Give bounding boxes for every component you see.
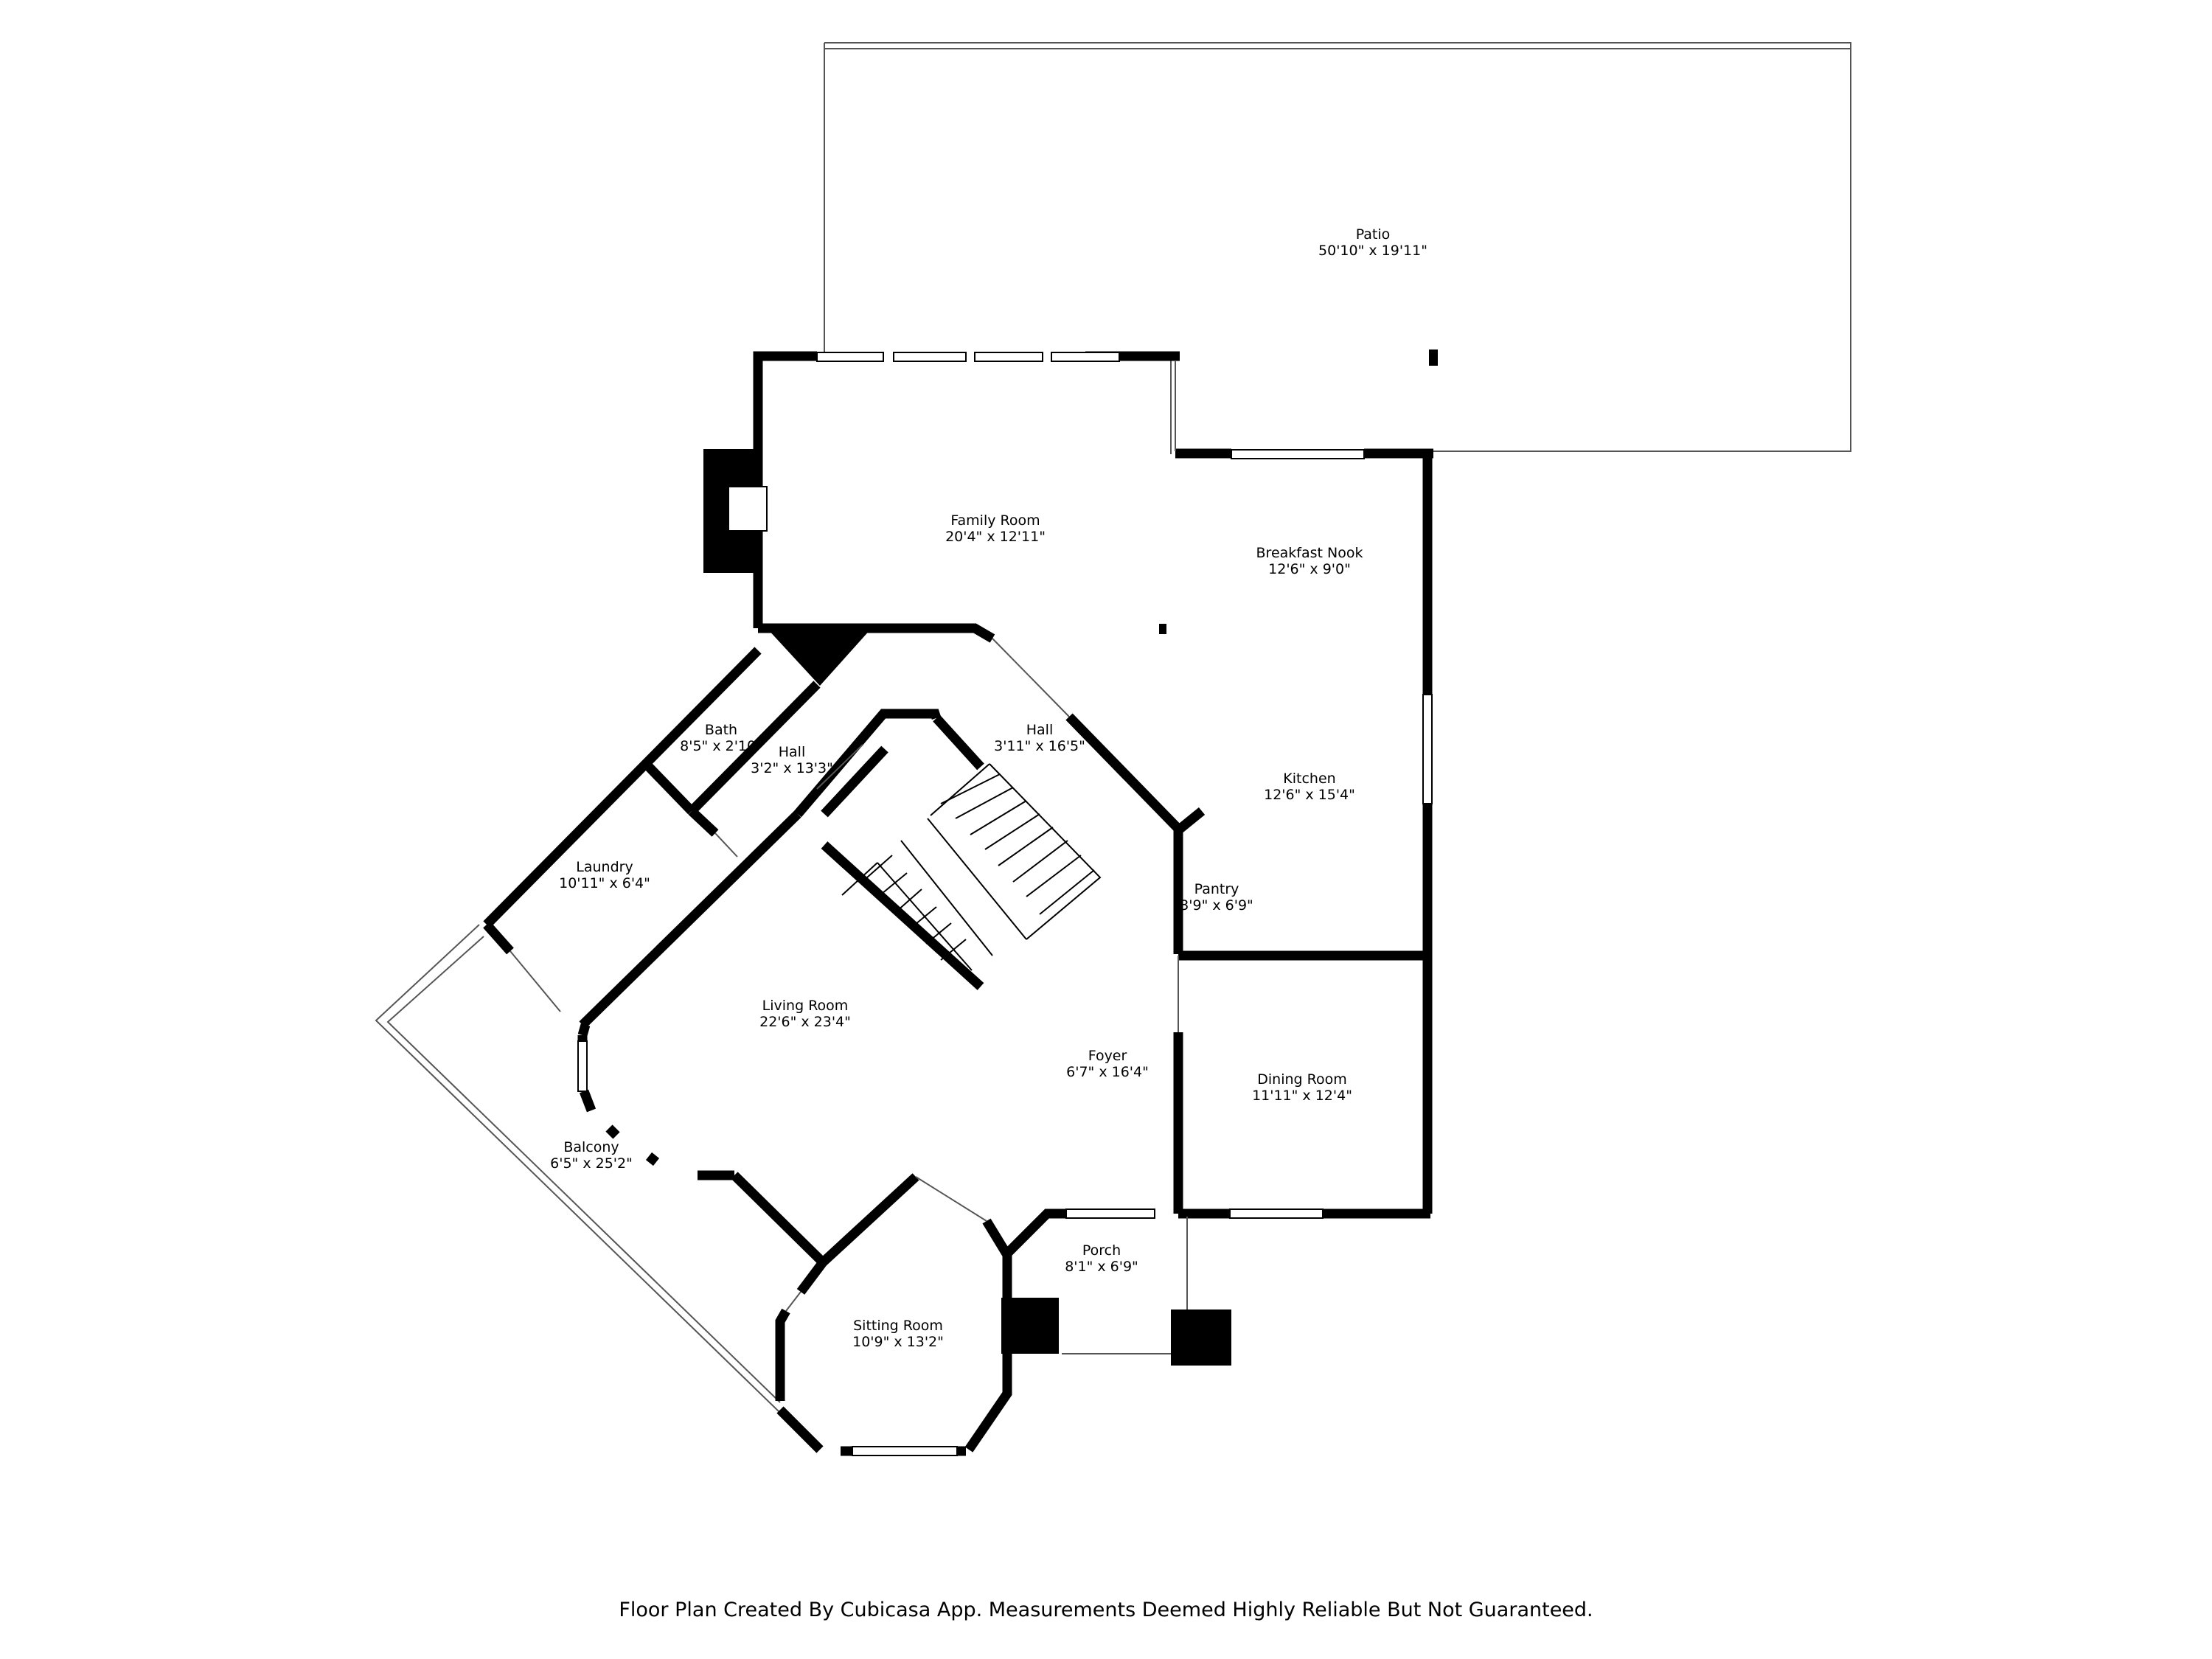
living-room-name: Living Room [762,998,849,1014]
foyer-dims: 6'7" x 16'4" [1066,1064,1149,1080]
room-label-family-room: Family Room 20'4" x 12'11" [945,512,1046,545]
pantry-dims: 3'9" x 6'9" [1180,897,1253,914]
room-label-balcony: Balcony 6'5" x 25'2" [550,1139,633,1172]
room-label-porch: Porch 8'1" x 6'9" [1065,1242,1138,1275]
dining-room-name: Dining Room [1257,1071,1346,1088]
foyer-name: Foyer [1088,1048,1127,1064]
pantry-name: Pantry [1194,881,1239,897]
room-label-patio: Patio 50'10" x 19'11" [1318,226,1427,259]
bath-name: Bath [705,722,737,738]
living-room-dims: 22'6" x 23'4" [759,1014,851,1030]
balcony-dims: 6'5" x 25'2" [550,1155,633,1172]
kitchen-dims: 12'6" x 15'4" [1264,787,1355,803]
hall-main-name: Hall [1026,722,1054,738]
room-label-pantry: Pantry 3'9" x 6'9" [1180,881,1253,914]
patio-dims: 50'10" x 19'11" [1318,243,1427,259]
breakfast-nook-name: Breakfast Nook [1256,545,1363,561]
laundry-name: Laundry [576,859,633,875]
bath-dims: 8'5" x 2'10" [680,738,762,754]
family-room-name: Family Room [950,512,1040,529]
staircase [841,763,1102,971]
partitions [509,361,1188,1354]
room-label-kitchen: Kitchen 12'6" x 15'4" [1264,771,1355,803]
hall-small-name: Hall [779,744,806,760]
room-label-dining-room: Dining Room 11'11" x 12'4" [1252,1071,1352,1104]
room-label-hall-main: Hall 3'11" x 16'5" [994,722,1085,754]
sitting-room-dims: 10'9" x 13'2" [852,1334,944,1350]
porch-column-right [1171,1310,1231,1366]
porch-dims: 8'1" x 6'9" [1065,1259,1138,1275]
exterior-walls [483,351,1433,1456]
hall-main-dims: 3'11" x 16'5" [994,738,1085,754]
kitchen-post [1159,624,1166,634]
fireplace [703,449,768,573]
room-label-breakfast-nook: Breakfast Nook 12'6" x 9'0" [1256,545,1363,577]
balcony-outline [375,924,781,1413]
porch-column-left [1001,1298,1059,1354]
family-room-dims: 20'4" x 12'11" [945,529,1046,545]
balcony-name: Balcony [563,1139,619,1155]
kitchen-name: Kitchen [1283,771,1335,787]
breakfast-nook-dims: 12'6" x 9'0" [1268,561,1351,577]
disclaimer-footer: Floor Plan Created By Cubicasa App. Meas… [619,1599,1593,1621]
wall-wedge [767,628,872,686]
porch-name: Porch [1082,1242,1121,1259]
patio-outline [824,42,1851,454]
room-label-foyer: Foyer 6'7" x 16'4" [1066,1048,1149,1080]
windows [577,352,1433,1456]
patio-post [1429,349,1438,366]
sitting-room-name: Sitting Room [853,1318,943,1334]
patio-name: Patio [1356,226,1391,243]
room-label-living-room: Living Room 22'6" x 23'4" [759,998,851,1030]
curved-wall [577,1035,734,1180]
hall-small-dims: 3'2" x 13'3" [751,760,833,776]
room-labels: Patio 50'10" x 19'11" Family Room 20'4" … [550,226,1427,1350]
room-label-laundry: Laundry 10'11" x 6'4" [559,859,650,891]
laundry-dims: 10'11" x 6'4" [559,875,650,891]
room-label-hall-small: Hall 3'2" x 13'3" [751,744,833,776]
room-label-bath: Bath 8'5" x 2'10" [680,722,762,754]
room-label-sitting-room: Sitting Room 10'9" x 13'2" [852,1318,944,1350]
dining-room-dims: 11'11" x 12'4" [1252,1088,1352,1104]
